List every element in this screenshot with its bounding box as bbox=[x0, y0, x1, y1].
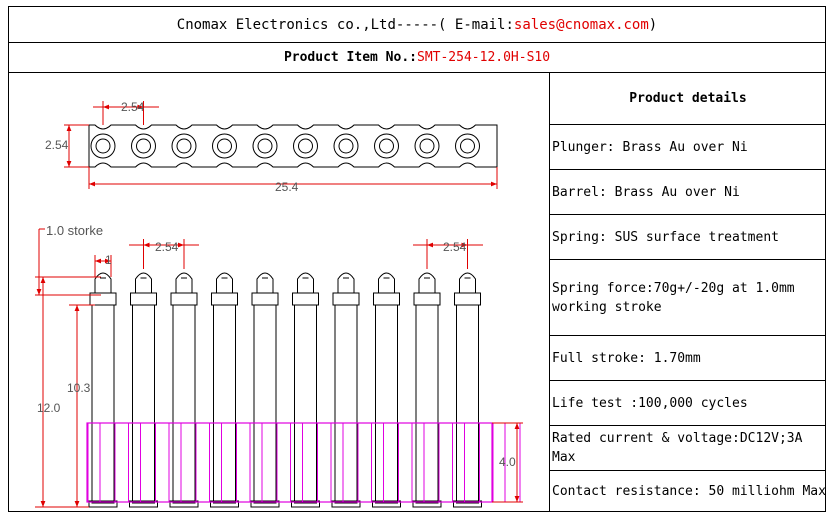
pin-hole-inner bbox=[95, 138, 111, 154]
pin-hole-outer bbox=[414, 133, 440, 159]
detail-full-stroke: Full stroke: 1.70mm bbox=[550, 336, 826, 381]
pin-hole-inner bbox=[136, 138, 151, 154]
dim-width-top: 2.54 bbox=[45, 138, 69, 152]
spec-sheet: Cnomax Electronics co.,Ltd-----( E-mail:… bbox=[8, 6, 826, 512]
detail-plunger: Plunger: Brass Au over Ni bbox=[550, 125, 826, 170]
pin-foot bbox=[88, 500, 118, 508]
details-title: Product details bbox=[550, 73, 826, 125]
dim-pitch-left: 2.54 bbox=[155, 240, 179, 254]
pin-barrel bbox=[213, 304, 236, 504]
company-header: Cnomax Electronics co.,Ltd-----( E-mail:… bbox=[9, 7, 825, 43]
pin-hole-outer bbox=[293, 133, 318, 159]
pin-foot bbox=[412, 500, 442, 508]
pin-hole-outer bbox=[374, 133, 399, 159]
pin-barrel bbox=[91, 304, 115, 504]
pin-foot bbox=[291, 500, 320, 508]
drawing-svg: 2.54 2.54 25.4 1.0 storke 2.54 2.54 1 10… bbox=[35, 100, 523, 508]
dimensions bbox=[35, 101, 523, 508]
pin-plunger bbox=[216, 272, 233, 293]
dim-total-length: 25.4 bbox=[275, 180, 299, 194]
pin-barrel bbox=[375, 304, 398, 504]
pin-hole-outer bbox=[171, 133, 197, 159]
pin-plunger bbox=[94, 272, 112, 293]
pin-collar bbox=[454, 292, 481, 306]
pin-plunger bbox=[135, 272, 152, 293]
detail-spring-force: Spring force:70g+/-20g at 1.0mm working … bbox=[550, 260, 826, 336]
pin-collar bbox=[130, 292, 157, 306]
pin-collar bbox=[292, 292, 319, 306]
pin-foot bbox=[453, 500, 482, 508]
pin-collar bbox=[413, 292, 441, 306]
product-item-label: Product Item No.: bbox=[283, 50, 417, 65]
detail-spring: Spring: SUS surface treatment bbox=[550, 215, 826, 260]
pin-hole-inner bbox=[460, 138, 475, 154]
pin-barrel bbox=[456, 304, 479, 504]
detail-contact-resistance: Contact resistance: 50 milliohm Max bbox=[552, 483, 826, 499]
side-view bbox=[86, 272, 521, 508]
dim-stroke-label: 1.0 storke bbox=[46, 223, 103, 238]
pin-collar bbox=[170, 292, 198, 306]
detail-rated-current: Rated current & voltage:DC12V;3A Max bbox=[550, 426, 826, 471]
pin-hole-outer bbox=[455, 133, 480, 159]
pin-hole-inner bbox=[176, 138, 192, 154]
pin-barrel bbox=[294, 304, 317, 504]
pin-foot bbox=[169, 500, 199, 508]
dim-total-height: 12.0 bbox=[37, 401, 61, 415]
pin-foot bbox=[210, 500, 239, 508]
pin-plunger bbox=[256, 272, 274, 293]
detail-barrel: Barrel: Brass Au over Ni bbox=[550, 170, 826, 215]
product-details-panel: Product details Plunger: Brass Au over N… bbox=[549, 73, 826, 511]
header-close: ) bbox=[648, 16, 658, 33]
pin-collar bbox=[251, 292, 279, 306]
pin-barrel bbox=[334, 304, 358, 504]
pin-foot bbox=[331, 500, 361, 508]
pin-foot bbox=[129, 500, 158, 508]
pin-hole-outer bbox=[90, 133, 116, 159]
base-block bbox=[86, 422, 493, 503]
pin-hole-inner bbox=[257, 138, 273, 154]
pin-barrel bbox=[172, 304, 196, 504]
product-item-row: Product Item No.: SMT-254-12.0H-S10 bbox=[9, 43, 825, 73]
pin-hole-inner bbox=[217, 138, 232, 154]
pin-collar bbox=[332, 292, 360, 306]
pin-hole-outer bbox=[252, 133, 278, 159]
pin-foot bbox=[250, 500, 280, 508]
pin-plunger bbox=[297, 272, 314, 293]
product-item-value: SMT-254-12.0H-S10 bbox=[417, 50, 551, 65]
pin-barrel bbox=[132, 304, 155, 504]
pin-hole-inner bbox=[419, 138, 435, 154]
pin-collar bbox=[211, 292, 238, 306]
pin-plunger bbox=[175, 272, 193, 293]
top-view bbox=[88, 124, 498, 168]
pin-collar bbox=[373, 292, 400, 306]
pin-hole-outer bbox=[212, 133, 237, 159]
dim-body-height: 10.3 bbox=[67, 381, 91, 395]
dim-pitch-top: 2.54 bbox=[121, 100, 145, 114]
pin-hole-outer bbox=[131, 133, 156, 159]
detail-life-test: Life test :100,000 cycles bbox=[550, 381, 826, 426]
pin-barrel bbox=[253, 304, 277, 504]
dim-tip-width: 1 bbox=[105, 253, 112, 267]
pin-barrel bbox=[415, 304, 439, 504]
dim-pitch-right: 2.54 bbox=[443, 240, 467, 254]
pin-plunger bbox=[378, 272, 395, 293]
pin-hole-inner bbox=[298, 138, 313, 154]
pin-hole-outer bbox=[333, 133, 359, 159]
pin-hole-inner bbox=[379, 138, 394, 154]
pin-plunger bbox=[418, 272, 436, 293]
pin-foot bbox=[372, 500, 401, 508]
company-name: Cnomax Electronics co.,Ltd-----( E-mail: bbox=[176, 16, 514, 33]
pin-hole-inner bbox=[338, 138, 354, 154]
dim-base-height: 4.0 bbox=[499, 455, 516, 469]
email-link[interactable]: sales@cnomax.com bbox=[513, 16, 649, 33]
technical-drawing: 2.54 2.54 25.4 1.0 storke 2.54 2.54 1 10… bbox=[9, 73, 549, 511]
pin-plunger bbox=[459, 272, 476, 293]
pin-plunger bbox=[337, 272, 355, 293]
